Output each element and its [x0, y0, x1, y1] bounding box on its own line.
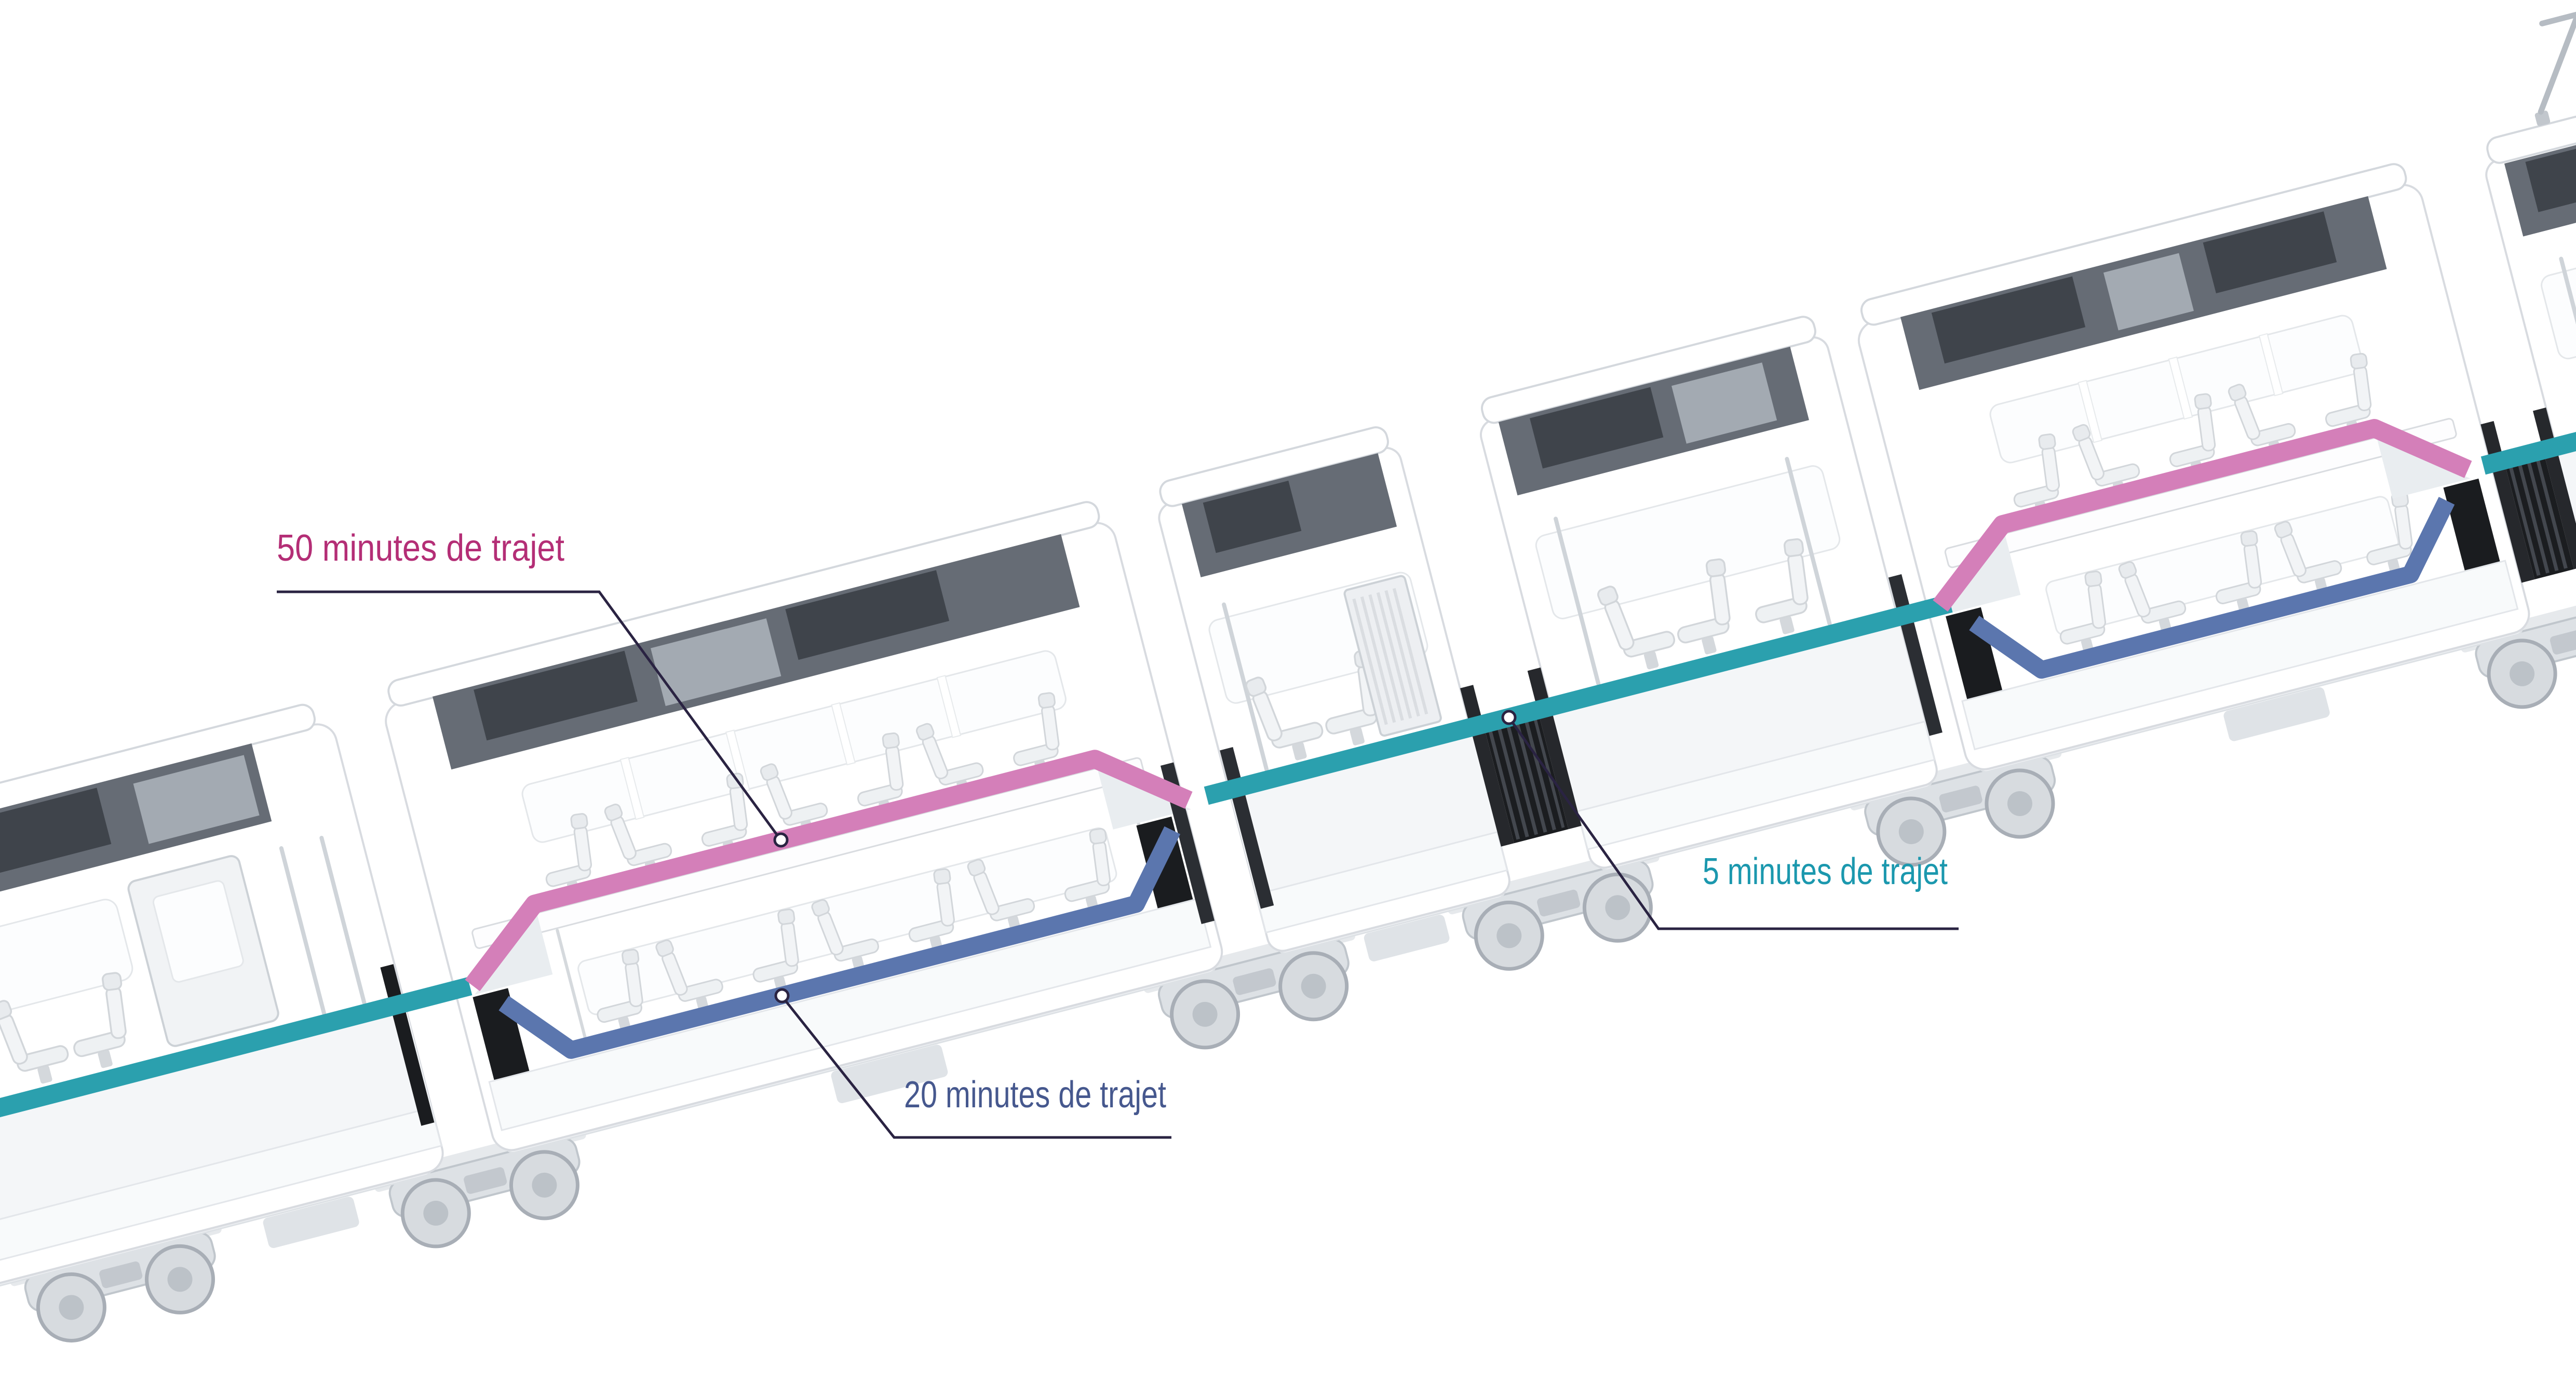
door-window: [152, 880, 244, 983]
cut-wall: [0, 1106, 442, 1277]
roof: [2486, 82, 2576, 164]
roof-panel: [133, 755, 260, 844]
cut-wall: [1961, 560, 2519, 751]
handrail-pole: [2559, 256, 2576, 426]
roof-equipment: [2203, 211, 2337, 294]
label-5-minutes: 5 minutes de trajet: [1703, 851, 1948, 892]
grab-pole: [556, 928, 587, 1039]
teal-route-segment: [2480, 376, 2576, 475]
route-50min-band: [465, 419, 2472, 992]
cut-wall: [1576, 721, 1936, 851]
underbody-box: [831, 1045, 948, 1103]
window-divider: [2078, 379, 2102, 443]
pantograph-contact-bar: [2539, 3, 2576, 26]
leader-line-20min: [785, 1000, 1171, 1139]
duplex-car-1-interior: [432, 534, 1212, 1131]
handrail-pole: [319, 835, 367, 1005]
floor: [1553, 626, 1925, 811]
teal-route-segment: [0, 977, 473, 1137]
bellows: [2505, 456, 2574, 579]
staircase: [2377, 437, 2471, 499]
floor: [0, 1012, 432, 1238]
route-5min-band: [0, 376, 2576, 1137]
upper-deck-floor-slab: [471, 757, 1145, 949]
underbody-box: [263, 1197, 359, 1249]
leader-marker-50min: [773, 832, 789, 848]
blue-route-car2: [1969, 497, 2455, 679]
handrail-pole: [279, 846, 326, 1015]
handrail-pole: [1785, 457, 1832, 626]
staircase: [1097, 768, 1191, 830]
blue-route-car1: [498, 826, 1181, 1059]
duplex-car-2-interior: [1900, 196, 2519, 751]
roof-insulator: [2534, 111, 2551, 126]
pantograph: [2534, 3, 2576, 126]
leader-line-5min: [1511, 722, 1959, 930]
end-car-interior: [0, 743, 442, 1277]
window-divider: [831, 702, 856, 766]
annotations: 50 minutes de trajet 20 minutes de traje…: [277, 527, 1959, 1139]
roof-panel: [2103, 253, 2194, 331]
label-50-minutes: 50 minutes de trajet: [277, 527, 564, 569]
leader-marker-20min: [774, 988, 790, 1003]
roof-panel: [1671, 362, 1777, 444]
window-divider: [936, 675, 962, 738]
roof-equipment: [474, 650, 638, 741]
handrail-pole: [1222, 602, 1269, 772]
bellows-ribs: [2508, 459, 2570, 576]
roof-panel: [651, 618, 781, 707]
window-divider: [619, 756, 645, 820]
roof-equipment: [1931, 276, 2086, 364]
roof-equipment: [0, 788, 112, 875]
window-band: [2541, 231, 2576, 360]
leader-line-50min: [277, 590, 779, 836]
route-bands: [0, 376, 2576, 1137]
window-band: [1535, 465, 1841, 619]
roof-equipment: [785, 570, 950, 660]
label-20-minutes: 20 minutes de trajet: [904, 1074, 1166, 1116]
bogies: [7, 532, 2576, 1353]
roof-equipment: [2525, 135, 2576, 212]
window-divider: [2258, 333, 2284, 397]
car-interiors: [0, 111, 2576, 1277]
pantograph-arm: [2538, 15, 2576, 115]
underbody-box: [1364, 914, 1450, 961]
leader-marker-5min: [1501, 710, 1517, 725]
leader-lines: [277, 590, 1959, 1139]
pink-route-car2: [1933, 419, 2472, 612]
staircase: [1943, 533, 2021, 615]
pink-route-car1: [465, 750, 1193, 992]
end-car-right-interior: [2504, 111, 2576, 551]
underbody-box: [2223, 687, 2330, 741]
single-car-1-interior: [1181, 453, 1508, 934]
staircase: [475, 913, 553, 995]
roof-equipment: [1530, 387, 1664, 469]
route-20min-band: [498, 497, 2455, 1059]
teal-route-segment: [1204, 594, 1953, 805]
handrail-pole: [1554, 517, 1601, 686]
upper-window-band: [521, 650, 1067, 843]
window: [0, 899, 133, 1032]
single-car-2-interior: [1498, 346, 1936, 851]
window-divider: [2168, 356, 2193, 420]
cut-wall: [1255, 831, 1508, 934]
floor: [1231, 736, 1498, 894]
roof-equipment: [1203, 480, 1302, 553]
